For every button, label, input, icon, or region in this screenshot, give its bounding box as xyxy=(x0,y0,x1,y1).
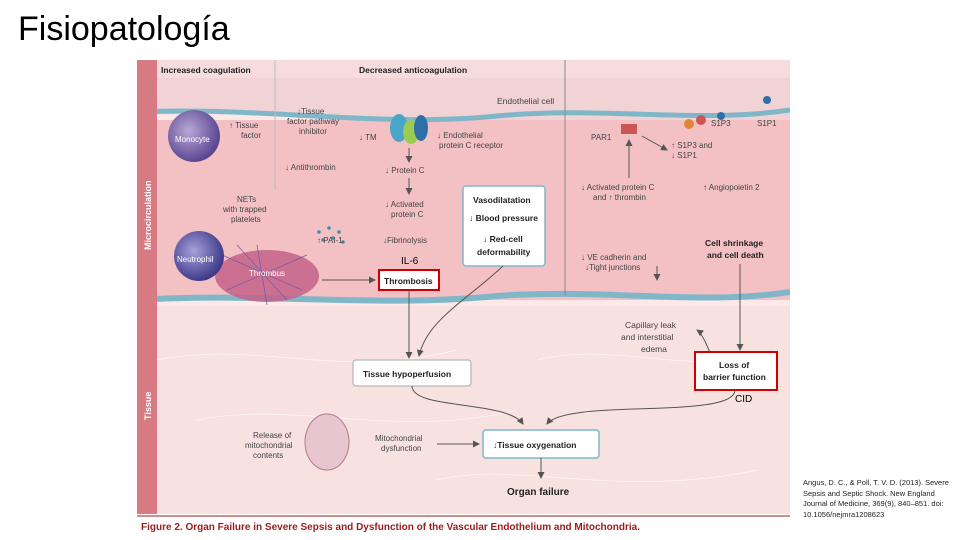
neutrophil-cell xyxy=(174,231,224,281)
tm-label: ↓ TM xyxy=(359,133,377,142)
section-coagulation: Increased coagulation xyxy=(161,65,251,75)
vasodilatation-box xyxy=(462,185,546,267)
antithrombin-label: ↓ Antithrombin xyxy=(285,163,336,172)
s1p-receptors xyxy=(684,96,771,129)
microcirculation-label: Microcirculation xyxy=(143,180,153,250)
figure-caption: Figure 2. Organ Failure in Severe Sepsis… xyxy=(141,522,640,533)
s1p3-label: S1P3 xyxy=(711,119,731,128)
endothelium-top xyxy=(137,107,790,123)
capillary-leak-label: Capillary leak and interstitial edema xyxy=(621,320,678,354)
mito-dysfunction-label: Mitochondrial dysfunction xyxy=(375,434,425,453)
endothelial-cell-label: Endothelial cell xyxy=(497,96,554,106)
vasodilatation-label: Vasodilatation xyxy=(473,195,531,205)
section-anticoagulation: Decreased anticoagulation xyxy=(359,65,467,75)
thrombus-label: Thrombus xyxy=(249,269,285,278)
pai1-dots xyxy=(317,226,345,244)
organ-failure-label: Organ failure xyxy=(507,487,570,498)
s1p-change-label: ↑ S1P3 and ↓ S1P1 xyxy=(671,141,715,160)
header-band xyxy=(137,60,790,78)
cell-shrinkage-label: Cell shrinkage and cell death xyxy=(705,238,765,260)
side-band xyxy=(137,60,157,514)
pai1-label: ↑ PAI-1 xyxy=(317,236,343,245)
fibrinolysis-label: ↓Fibrinolysis xyxy=(383,236,427,245)
s1p1-label: S1P1 xyxy=(757,119,777,128)
par1-label: PAR1 xyxy=(591,133,612,142)
receptor-cluster xyxy=(390,114,428,144)
tfpi-label: ↓Tissue factor pathway inhibitor xyxy=(287,107,341,136)
nets-label: NETs with trapped platelets xyxy=(222,195,269,224)
protein-c-label: ↓ Protein C xyxy=(385,166,425,175)
activated-protein-c-label: ↓ Activated protein C xyxy=(385,200,426,219)
tissue-factor-label: ↑ Tissue factor xyxy=(229,121,261,140)
cid-annotation: CID xyxy=(735,394,753,405)
epcr-label: ↓ Endothelial protein C receptor xyxy=(437,131,503,150)
mitochondrion xyxy=(304,413,350,471)
blood-pressure-label: ↓ Blood pressure xyxy=(469,213,538,223)
monocyte-cell xyxy=(168,110,220,162)
il6-annotation: IL-6 xyxy=(401,256,419,267)
release-mito-label: Release of mitochondrial contents xyxy=(245,431,295,460)
loss-barrier-box xyxy=(694,351,778,391)
loss-barrier-label: Loss of barrier function xyxy=(703,360,766,382)
neutrophil-label: Neutrophil xyxy=(177,255,214,264)
tissue-hypoperfusion-label: Tissue hypoperfusion xyxy=(363,369,451,379)
monocyte-label: Monocyte xyxy=(175,135,210,144)
caption-band xyxy=(137,514,790,538)
thrombosis-label: Thrombosis xyxy=(384,276,433,286)
angiopoietin-label: ↑ Angiopoietin 2 xyxy=(703,183,760,192)
activated-pc-thrombin-label: ↓ Activated protein C and ↑ thrombin xyxy=(581,183,657,202)
tissue-oxygenation-label: ↓Tissue oxygenation xyxy=(493,440,576,450)
slide-title: Fisiopatología xyxy=(18,10,230,48)
citation: Angus, D. C., & Poll, T. V. D. (2013). S… xyxy=(803,478,949,519)
par1-receptor xyxy=(621,124,637,134)
tissue-side-label: Tissue xyxy=(143,392,153,420)
tissue-area xyxy=(137,306,790,514)
pathophysiology-figure: Microcirculation Tissue Increased coagul… xyxy=(137,60,790,538)
red-cell-label: ↓ Red-cell deformability xyxy=(477,234,531,257)
ve-cadherin-label: ↓ VE cadherin and ↓Tight junctions xyxy=(581,253,649,272)
